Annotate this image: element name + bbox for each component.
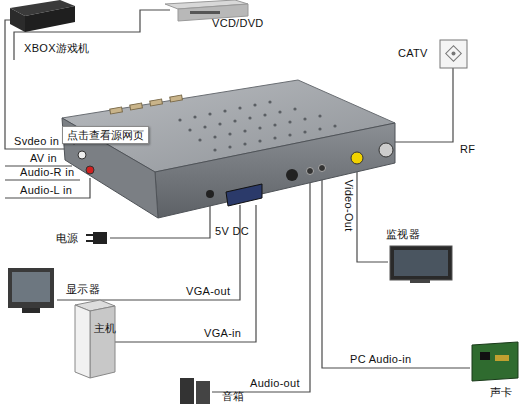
device-label: 显示器 — [66, 283, 100, 296]
device-label: 主机 — [94, 322, 117, 335]
tooltip-text: 点击查看源网页 — [67, 129, 144, 141]
device-label: CATV — [398, 47, 428, 60]
port-label: VGA-out — [186, 285, 230, 298]
xbox-console — [10, 0, 75, 32]
port-label: Video-Out — [342, 179, 355, 231]
wires — [5, 10, 470, 392]
port-label: Audio-L in — [20, 184, 72, 197]
device-label: XBOX游戏机 — [24, 42, 90, 55]
port-label: Svdeo in — [14, 135, 59, 148]
crt-monitor — [8, 268, 54, 313]
sound-card — [472, 342, 518, 381]
device-label: 监视器 — [386, 228, 420, 241]
port-label: RF — [460, 143, 475, 156]
device-label: 电源 — [56, 232, 79, 245]
pc-tower — [75, 300, 115, 378]
device-label: VCD/DVD — [212, 17, 264, 30]
port-label: 5V DC — [215, 225, 249, 238]
lcd-monitor — [390, 246, 452, 283]
device-label: 声卡 — [490, 386, 513, 399]
port-label: Audio-R in — [20, 166, 74, 179]
tooltip-box: 点击查看源网页 — [62, 126, 149, 144]
port-label: AV in — [30, 152, 57, 165]
port-label: Audio-out — [250, 377, 300, 390]
port-label: PC Audio-in — [350, 353, 411, 366]
catv-outlet — [440, 40, 467, 68]
port-label: VGA-in — [204, 327, 241, 340]
power-plug — [86, 232, 107, 244]
speakers — [180, 378, 210, 404]
device-label: 音箱 — [222, 390, 245, 403]
